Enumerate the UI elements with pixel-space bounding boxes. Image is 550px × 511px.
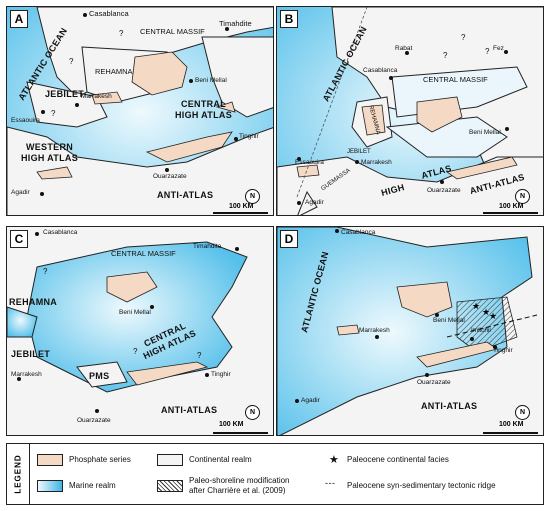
legend-phosphate: Phosphate series [69, 455, 131, 464]
scale-bar [213, 212, 268, 214]
scale-label: 100 KM [499, 421, 524, 428]
label-casablanca: Casablanca [363, 67, 398, 74]
dashed-line-icon: - - - [325, 478, 335, 488]
label-anti-atlas: ANTI-ATLAS [161, 405, 218, 415]
question-mark: ? [69, 57, 74, 66]
panel-d-letter: D [280, 230, 298, 248]
legend-continental: Continental realm [189, 455, 252, 464]
label-anti-atlas: ANTI-ATLAS [421, 401, 478, 411]
panel-c-map [7, 227, 273, 435]
label-central-massif: CENTRAL MASSIF [140, 27, 205, 36]
panel-a-letter: A [10, 10, 28, 28]
question-mark: ? [485, 47, 490, 56]
label-central-massif: CENTRAL MASSIF [423, 75, 488, 84]
panel-d-map: ★ ★ ★ [277, 227, 543, 435]
panel-a-map [7, 7, 273, 215]
legend-swatch-phosphate [37, 454, 63, 466]
svg-text:★: ★ [489, 312, 497, 322]
map-panel-d: ★ ★ ★ D ATLANTIC OCEAN Casablanca Beni M… [276, 226, 544, 436]
label-agadir: Agadir [305, 199, 324, 206]
panel-b-letter: B [280, 10, 298, 28]
label-timahdite: Timahdite [219, 19, 252, 28]
label-rehamna: REHAMNA [9, 297, 58, 307]
label-ouarzazate: Ouarzazate [417, 379, 451, 386]
label-ouarzazate: Ouarzazate [77, 417, 111, 424]
scale-label: 100 KM [219, 421, 244, 428]
north-arrow-icon: N [245, 189, 260, 204]
label-ouarzazate: Ouarzazate [153, 173, 187, 180]
label-tinghir: Tinghir [493, 347, 513, 354]
panel-c-letter: C [10, 230, 28, 248]
map-panel-a: A ATLANTIC OCEAN Casablanca CENTRAL MASS… [6, 6, 274, 216]
scale-bar [483, 432, 538, 434]
north-arrow-icon: N [245, 405, 260, 420]
label-jebilet: JEBILET [45, 89, 85, 99]
label-essaouira: Essaouira [295, 159, 324, 166]
label-central-massif: CENTRAL MASSIF [111, 249, 176, 258]
label-tinghir: Tinghir [239, 133, 259, 140]
label-beni-mellal: Beni Mellal [195, 77, 227, 84]
label-ouarzazate: Ouarzazate [427, 187, 461, 194]
label-marrakesh: Marrakesh [11, 371, 42, 378]
scale-bar [213, 432, 268, 434]
label-anti-atlas: ANTI-ATLAS [157, 190, 214, 200]
question-mark: ? [133, 347, 138, 356]
legend-title: LEGEND [13, 454, 23, 494]
panel-b-map [277, 7, 543, 215]
label-beni-mellal: Beni Mellal [119, 309, 151, 316]
legend-paleo-shoreline-ref: after Charrière et al. (2009) [189, 486, 286, 495]
legend-swatch-paleo-shoreline [157, 480, 183, 492]
scale-bar [483, 212, 538, 214]
question-mark: ? [119, 29, 124, 38]
label-jebilet: JEBILET [11, 349, 51, 359]
question-mark: ? [197, 351, 202, 360]
svg-text:★: ★ [472, 302, 480, 312]
label-marrakesh: Marrakesh [361, 159, 392, 166]
legend-paleo-shoreline: Paleo-shoreline modification [189, 476, 290, 485]
label-agadir: Agadir [11, 189, 30, 196]
north-arrow-icon: N [515, 405, 530, 420]
label-timahdite: Timahdite [193, 243, 222, 250]
legend-swatch-continental [157, 454, 183, 466]
legend-title-strip: LEGEND [7, 444, 30, 504]
label-rehamna: REHAMNA [95, 67, 133, 76]
label-beni-mellal: Beni Mellal [433, 317, 465, 324]
question-mark: ? [461, 33, 466, 42]
question-mark: ? [51, 109, 56, 118]
label-imilchil: Imilchil [471, 327, 491, 334]
legend-tectonic-ridge: Paleocene syn-sedimentary tectonic ridge [347, 481, 496, 490]
label-essaouira: Essaouira [11, 117, 40, 124]
label-rabat: Rabat [395, 45, 413, 52]
label-marrakesh: Marrakesh [359, 327, 390, 334]
label-agadir: Agadir [301, 397, 320, 404]
legend-continental-facies: Paleocene continental facies [347, 455, 449, 464]
legend-marine: Marine realm [69, 481, 116, 490]
svg-text:★: ★ [482, 308, 490, 318]
label-tinghir: Tinghir [211, 371, 231, 378]
star-icon: ★ [329, 454, 339, 466]
label-casablanca: Casablanca [341, 229, 376, 236]
label-jebilet: JEBILET [347, 149, 371, 155]
label-beni-mellal: Beni Mellal [469, 129, 501, 136]
label-casablanca: Casablanca [43, 229, 78, 236]
legend-box: LEGEND Phosphate series Marine realm Con… [6, 443, 544, 505]
question-mark: ? [443, 51, 448, 60]
label-fez: Fez [493, 45, 504, 52]
north-arrow-icon: N [515, 189, 530, 204]
scale-label: 100 KM [499, 203, 524, 210]
scale-label: 100 KM [229, 203, 254, 210]
legend-swatch-marine [37, 480, 63, 492]
question-mark: ? [43, 267, 48, 276]
label-casablanca: Casablanca [89, 9, 129, 18]
map-panel-b: B ATLANTIC OCEAN Rabat Fez Casablanca CE… [276, 6, 544, 216]
label-marrakesh: Marrakesh [81, 93, 112, 100]
map-panel-c: C Casablanca CENTRAL MASSIF Timahdite RE… [6, 226, 274, 436]
label-pms: PMS [89, 371, 110, 381]
